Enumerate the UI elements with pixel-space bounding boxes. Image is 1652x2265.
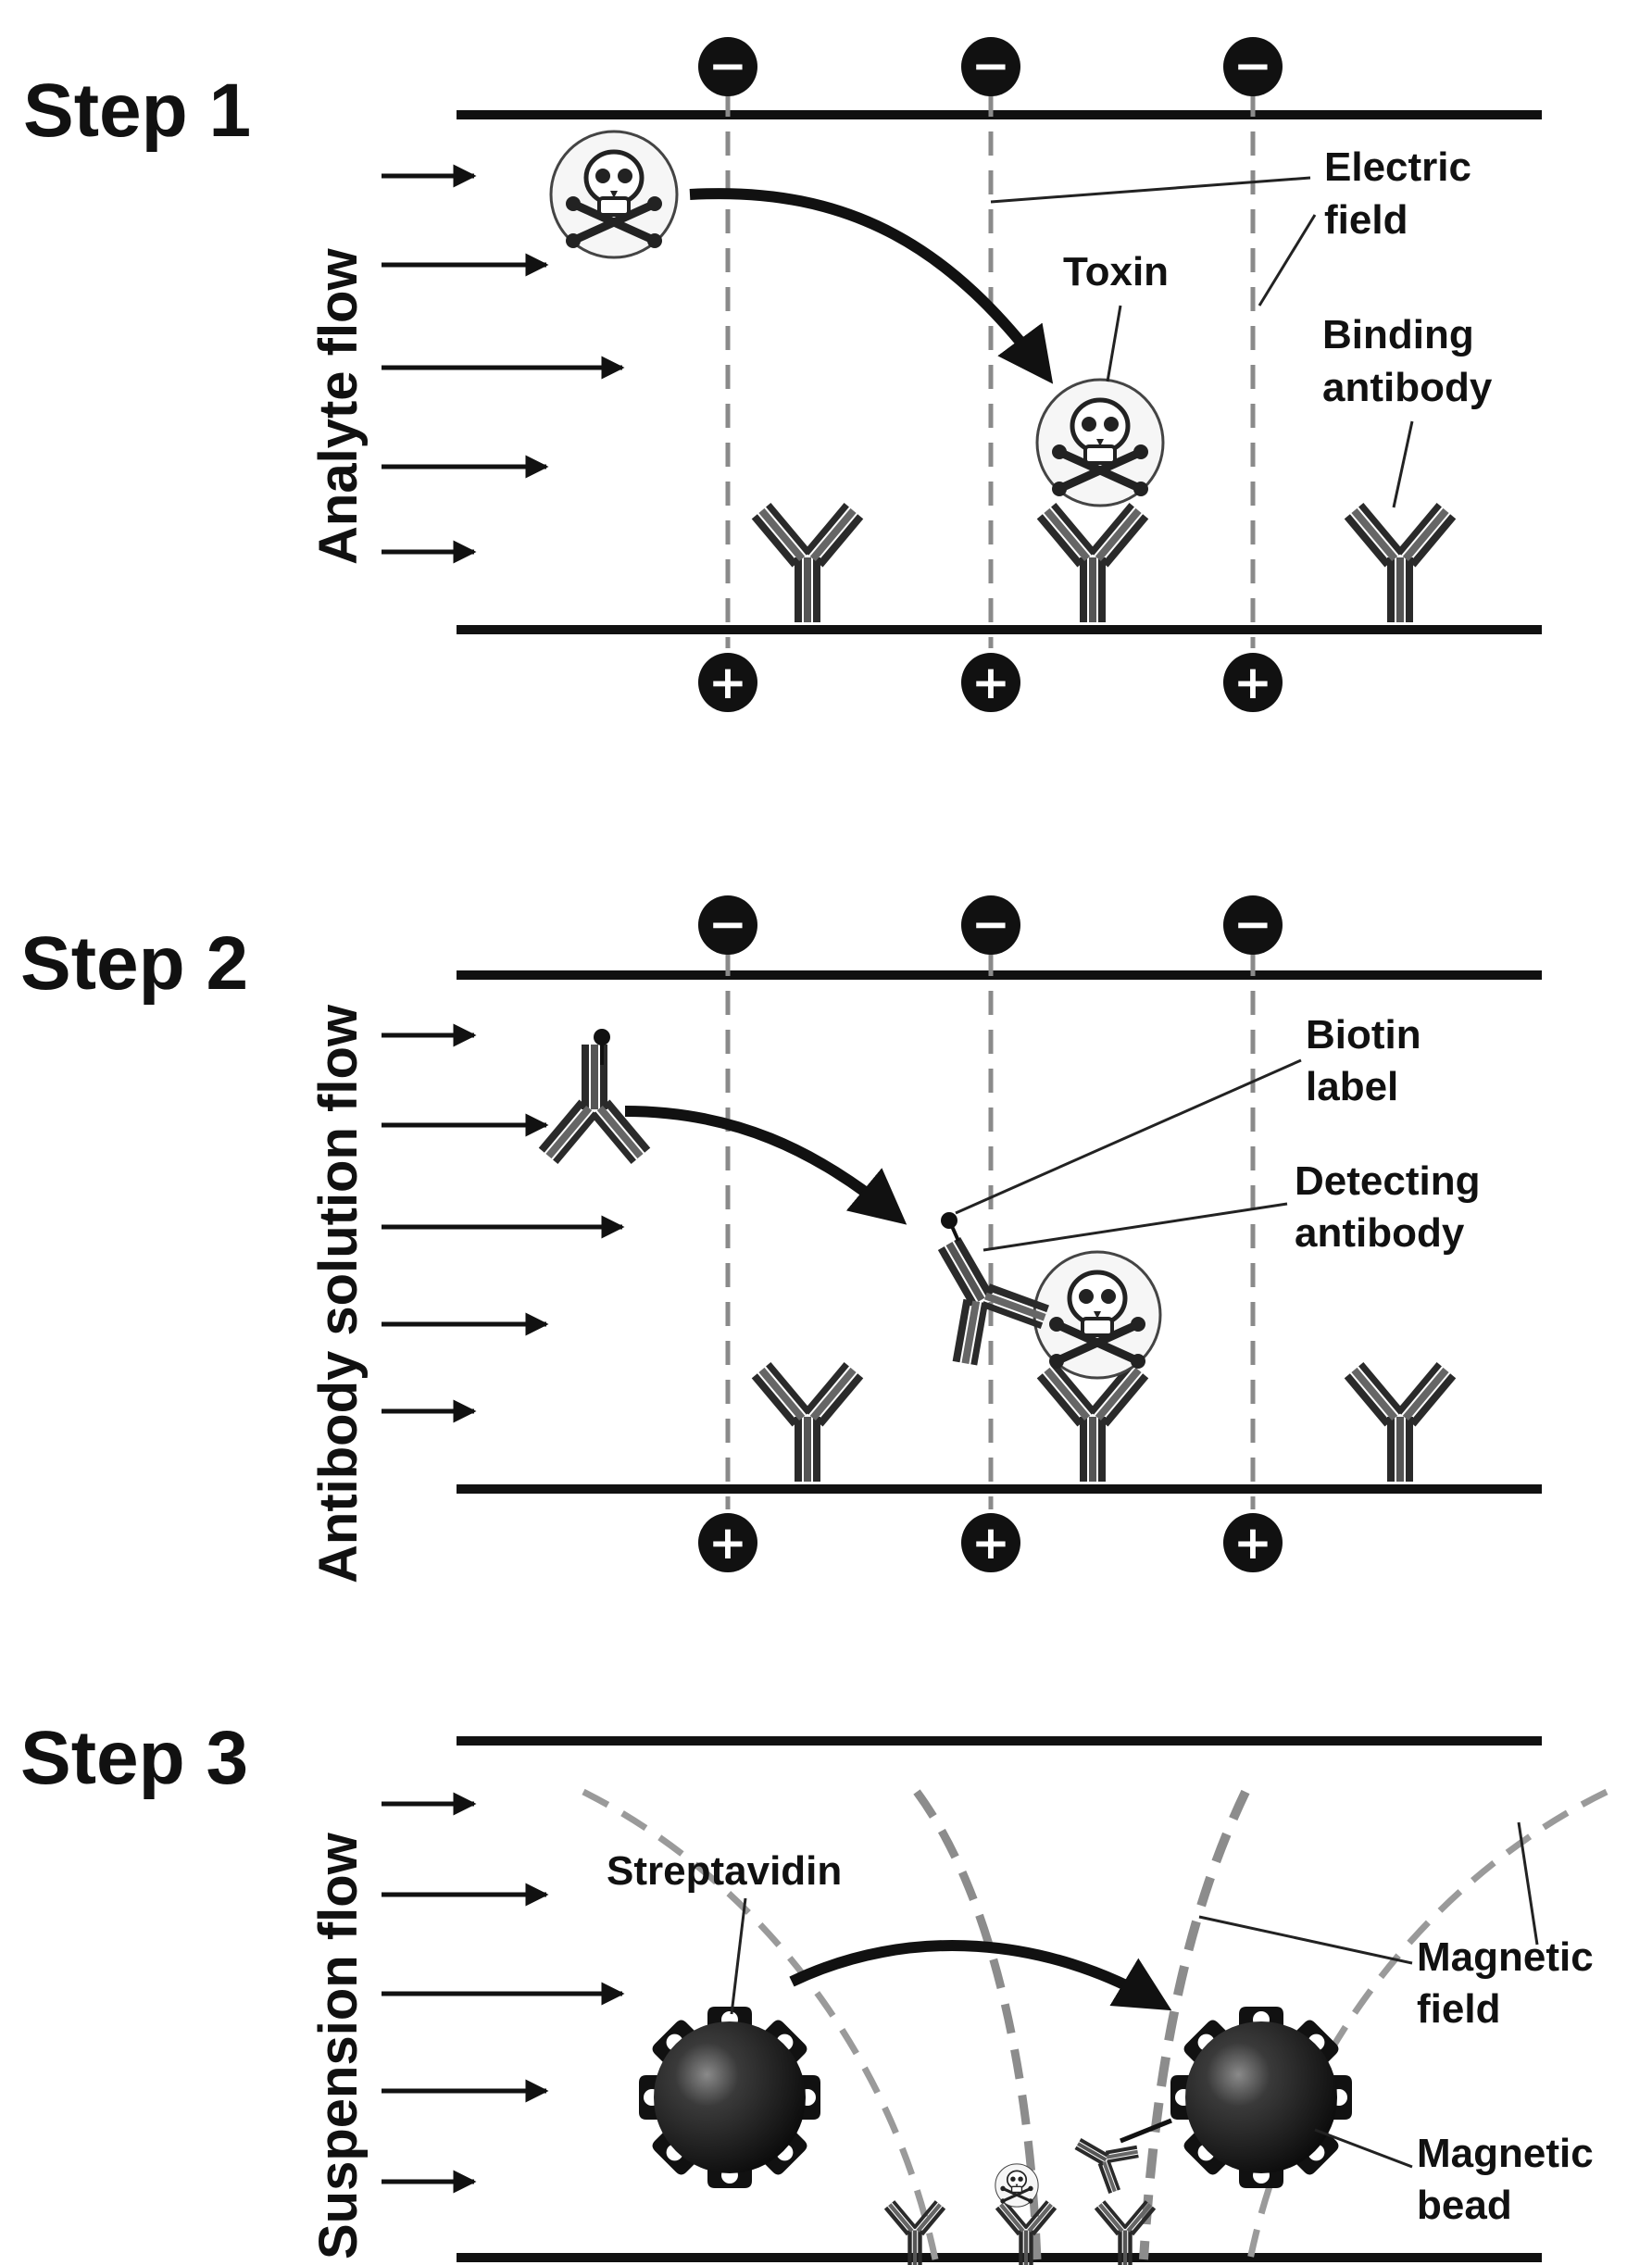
positive-sign: + <box>1233 656 1272 709</box>
step-2-binding-antibodies <box>751 1362 1457 1482</box>
step-1-title: Step 1 <box>23 69 251 153</box>
step-1-electric-field-lines <box>725 93 1256 648</box>
magnetic-bead-leader <box>1314 2128 1413 2169</box>
magnetic-bead-label: bead <box>1417 2183 1512 2228</box>
step-1-trajectory-arrow <box>689 188 1054 384</box>
step-1-positive-electrodes: + + + <box>698 653 1283 712</box>
step-2-positive-electrodes: + + + <box>698 1513 1283 1572</box>
detecting-antibody-label: Detecting <box>1295 1158 1480 1204</box>
step-2-negative-electrodes: − − − <box>698 895 1283 955</box>
magnetic-field-label: field <box>1417 1986 1500 2032</box>
step-1-negative-electrodes: − − − <box>698 37 1283 96</box>
step-2-flow-label: Antibody solution flow <box>308 1004 369 1583</box>
negative-sign: − <box>971 39 1010 93</box>
biotin-label: Biotin <box>1306 1012 1421 1057</box>
toxin-icon <box>1034 1252 1160 1378</box>
electric-field-label: field <box>1324 197 1408 243</box>
biotin-leader <box>955 1058 1302 1215</box>
magnetic-bead-left <box>639 2007 820 2188</box>
step-1-flow-arrows <box>382 164 625 564</box>
positive-sign: + <box>971 656 1010 709</box>
binding-antibody-leader <box>1392 420 1414 508</box>
toxin-icon <box>994 2162 1040 2209</box>
negative-sign: − <box>971 897 1010 951</box>
step-1-panel: Step 1 Analyte flow − − − + + + <box>23 37 1542 712</box>
step-2-trajectory-arrow <box>624 1106 907 1225</box>
toxin-icon <box>551 131 677 257</box>
detecting-antibody-leader <box>982 1202 1288 1252</box>
streptavidin-leader <box>730 1897 747 2015</box>
step-3-panel: Step 3 Suspension flow <box>20 1716 1608 2265</box>
electric-field-leader <box>990 176 1311 204</box>
negative-sign: − <box>708 39 747 93</box>
tethered-detecting-antibody <box>1063 2118 1172 2198</box>
magnetic-field-label: Magnetic <box>1417 1934 1594 1980</box>
step-1-binding-antibodies <box>751 503 1457 622</box>
positive-sign: + <box>708 656 747 709</box>
step-1-flow-label: Analyte flow <box>308 248 369 565</box>
magnetic-bead-right <box>1170 2007 1352 2188</box>
toxin-icon <box>1037 380 1163 506</box>
electric-field-leader <box>1258 214 1317 307</box>
step-2-panel: Step 2 Antibody solution flow − − − + + … <box>20 895 1542 1583</box>
bound-detecting-antibody <box>900 1212 1058 1375</box>
step-2-electric-field-lines <box>725 952 1256 1509</box>
detecting-antibody-label: antibody <box>1295 1210 1465 1256</box>
toxin-label: Toxin <box>1063 249 1169 294</box>
binding-antibody-label: antibody <box>1322 365 1493 410</box>
step-2-title: Step 2 <box>20 921 248 1006</box>
magnetic-field-leader <box>1198 1915 1413 1965</box>
positive-sign: + <box>971 1516 1010 1570</box>
step-3-trajectory-arrow <box>789 1940 1172 2011</box>
electric-field-label: Electric <box>1324 144 1471 190</box>
magnetic-field-leader <box>1517 1821 1539 1946</box>
positive-sign: + <box>1233 1516 1272 1570</box>
negative-sign: − <box>1233 39 1272 93</box>
step-3-flow-label: Suspension flow <box>308 1832 369 2259</box>
magnetic-bead-label: Magnetic <box>1417 2131 1594 2176</box>
binding-antibody-label: Binding <box>1322 312 1474 357</box>
streptavidin-label: Streptavidin <box>607 1848 842 1894</box>
positive-sign: + <box>708 1516 747 1570</box>
biotin-label: label <box>1306 1064 1398 1109</box>
negative-sign: − <box>708 897 747 951</box>
free-detecting-antibody <box>538 1029 651 1164</box>
step-3-flow-arrows <box>382 1792 625 2194</box>
step-2-flow-arrows <box>382 1023 625 1423</box>
step-3-title: Step 3 <box>20 1716 248 1800</box>
negative-sign: − <box>1233 897 1272 951</box>
toxin-leader <box>1106 305 1122 382</box>
